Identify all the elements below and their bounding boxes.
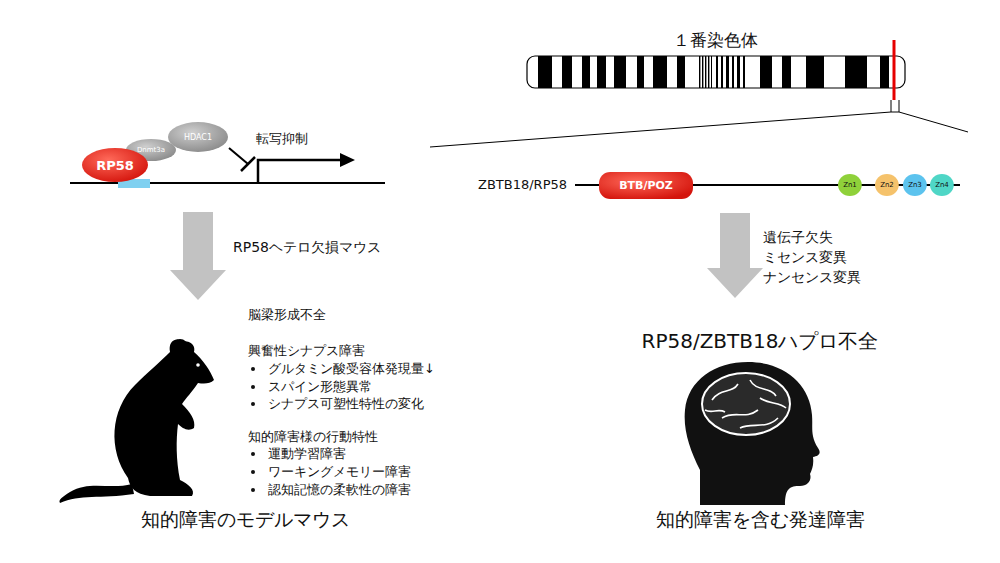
text-label: グルタミン酸受容体発現量↓ <box>268 361 435 377</box>
node-text: Zn1 <box>843 181 857 189</box>
down-arrow <box>707 213 763 298</box>
node-shape <box>82 148 148 182</box>
bullet-dot <box>251 488 255 492</box>
text-label: RP58ヘテロ欠損マウス <box>233 239 381 256</box>
text-label: ミセンス変異 <box>763 249 847 266</box>
node-text: Zn3 <box>908 181 922 189</box>
text-label: １番染色体 <box>673 30 758 50</box>
text-label: 遺伝子欠失 <box>763 229 833 246</box>
text-label: 認知記憶の柔軟性の障害 <box>268 482 411 498</box>
text-label: ワーキングメモリー障害 <box>268 464 411 480</box>
protein-ellipse: HDAC1 <box>168 122 228 152</box>
text-label: RP58/ZBTB18ハプロ不全 <box>642 329 879 353</box>
text-label: ZBTB18/RP58 <box>478 177 567 193</box>
domain-box: BTB/POZ <box>599 172 693 199</box>
text-label: 興奮性シナプス障害 <box>248 343 365 359</box>
node-shape <box>838 174 862 196</box>
bullet-dot <box>251 385 255 389</box>
head-silhouette <box>685 362 820 505</box>
text-label: シナプス可塑性特性の変化 <box>268 396 424 412</box>
node-text: Zn4 <box>935 181 949 189</box>
chromosome <box>430 40 968 147</box>
bullet-dot <box>251 402 255 406</box>
promoter-dna <box>70 148 385 188</box>
zinc-finger-circle: Zn4 <box>930 174 954 196</box>
text-label: 知的障害を含む発達障害 <box>656 508 865 531</box>
zinc-finger-circle: Zn3 <box>903 174 927 196</box>
bullet-dot <box>251 470 255 474</box>
bullet-dot <box>251 452 255 456</box>
node-shape <box>903 174 927 196</box>
node-text: Zn2 <box>880 181 894 189</box>
text-label: 知的障害様の行動特性 <box>248 429 378 445</box>
text-label: 運動学習障害 <box>268 446 346 462</box>
node-text: HDAC1 <box>184 133 212 142</box>
node-shape <box>930 174 954 196</box>
protein-ellipse: RP58 <box>82 148 148 182</box>
down-arrow <box>170 212 226 300</box>
text-label: スパイン形態異常 <box>268 379 372 395</box>
node-text: RP58 <box>96 158 134 173</box>
text-label: 脳梁形成不全 <box>248 307 326 323</box>
zinc-finger-circle: Zn2 <box>875 174 899 196</box>
node-shape <box>168 122 228 152</box>
node-text: BTB/POZ <box>619 179 673 192</box>
bullet-dot <box>251 367 255 371</box>
mouse-silhouette <box>59 339 214 503</box>
node-shape <box>599 172 693 199</box>
text-label: 転写抑制 <box>256 131 308 147</box>
node-text: Dnmt3a <box>137 146 165 154</box>
text-label: 知的障害のモデルマウス <box>141 508 350 531</box>
text-label: ナンセンス変異 <box>763 269 861 286</box>
zinc-finger-circle: Zn1 <box>838 174 862 196</box>
node-shape <box>875 174 899 196</box>
